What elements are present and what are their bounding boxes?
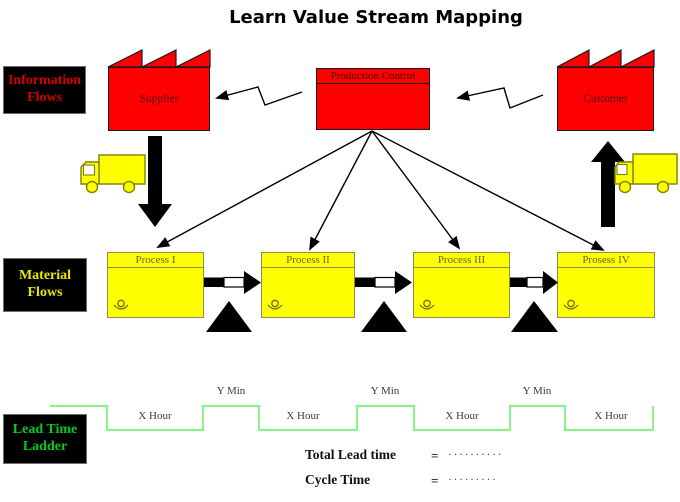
- process-box-3: Process III: [413, 252, 510, 318]
- cycle-time-label: Cycle Time: [305, 472, 371, 487]
- supplier-box-label: Supplier: [139, 93, 179, 105]
- production-control-box: Production Control: [316, 68, 430, 130]
- production-control-box-label: Production Control: [317, 69, 429, 84]
- inventory-triangle-3-icon: [511, 301, 558, 332]
- total-lead-time-equals: =: [431, 448, 439, 463]
- push-arrow-3-icon: [510, 271, 558, 294]
- schedule-arrow-process-3-icon: [371, 130, 461, 250]
- process-1-label: Process I: [108, 253, 203, 268]
- total-lead-time-label: Total Lead time: [305, 447, 396, 462]
- ladder-x-hour-3: X Hour: [445, 410, 479, 422]
- inventory-triangle-1-icon: [206, 301, 252, 332]
- schedule-arrows: [156, 130, 605, 251]
- push-arrow-2-icon: [355, 271, 412, 294]
- customer-box: Customer: [557, 67, 654, 131]
- supplier-truck-icon: [80, 154, 146, 194]
- customer-box-label: Customer: [583, 93, 628, 105]
- information-flows-label: Information Flows: [3, 66, 86, 114]
- process-box-2: Process II: [261, 252, 355, 318]
- schedule-arrow-process-1-icon: [156, 130, 373, 248]
- total-lead-time-value: ··········: [448, 447, 503, 461]
- customer-truck-icon: [614, 153, 678, 194]
- cycle-time-value: ·········: [448, 472, 498, 486]
- ladder-x-hour-4: X Hour: [594, 410, 628, 422]
- ladder-y-min-3: Y Min: [522, 385, 552, 397]
- lead-time-ladder-label: Lead Time Ladder: [3, 414, 87, 464]
- information-arrow-customer-to-pc-icon: [456, 87, 544, 109]
- customer-factory-roof-icon: [556, 49, 655, 68]
- cycle-time-equals: =: [431, 473, 439, 488]
- ladder-y-min-1: Y Min: [216, 385, 246, 397]
- material-flows-label: Material Flows: [3, 258, 87, 312]
- ladder-x-hour-1: X Hour: [138, 410, 172, 422]
- push-arrow-1-icon: [204, 271, 261, 294]
- supplier-factory-roof-icon: [107, 49, 211, 68]
- process-3-label: Process III: [414, 253, 509, 268]
- inventory-triangle-2-icon: [361, 301, 407, 332]
- process-4-label: Prosess IV: [558, 253, 654, 268]
- process-2-label: Process II: [262, 253, 354, 268]
- schedule-arrow-process-2-icon: [309, 130, 373, 251]
- shipment-down-arrow-icon: [138, 136, 172, 227]
- process-box-1: Process I: [107, 252, 204, 318]
- ladder-x-hour-2: X Hour: [286, 410, 320, 422]
- page-title: Learn Value Stream Mapping: [229, 7, 523, 28]
- ladder-y-min-2: Y Min: [370, 385, 400, 397]
- supplier-box: Supplier: [108, 67, 210, 131]
- information-arrow-pc-to-supplier-icon: [215, 86, 303, 106]
- shipment-up-arrow-icon: [591, 141, 625, 227]
- schedule-arrow-process-4-icon: [371, 130, 605, 251]
- process-box-4: Prosess IV: [557, 252, 655, 318]
